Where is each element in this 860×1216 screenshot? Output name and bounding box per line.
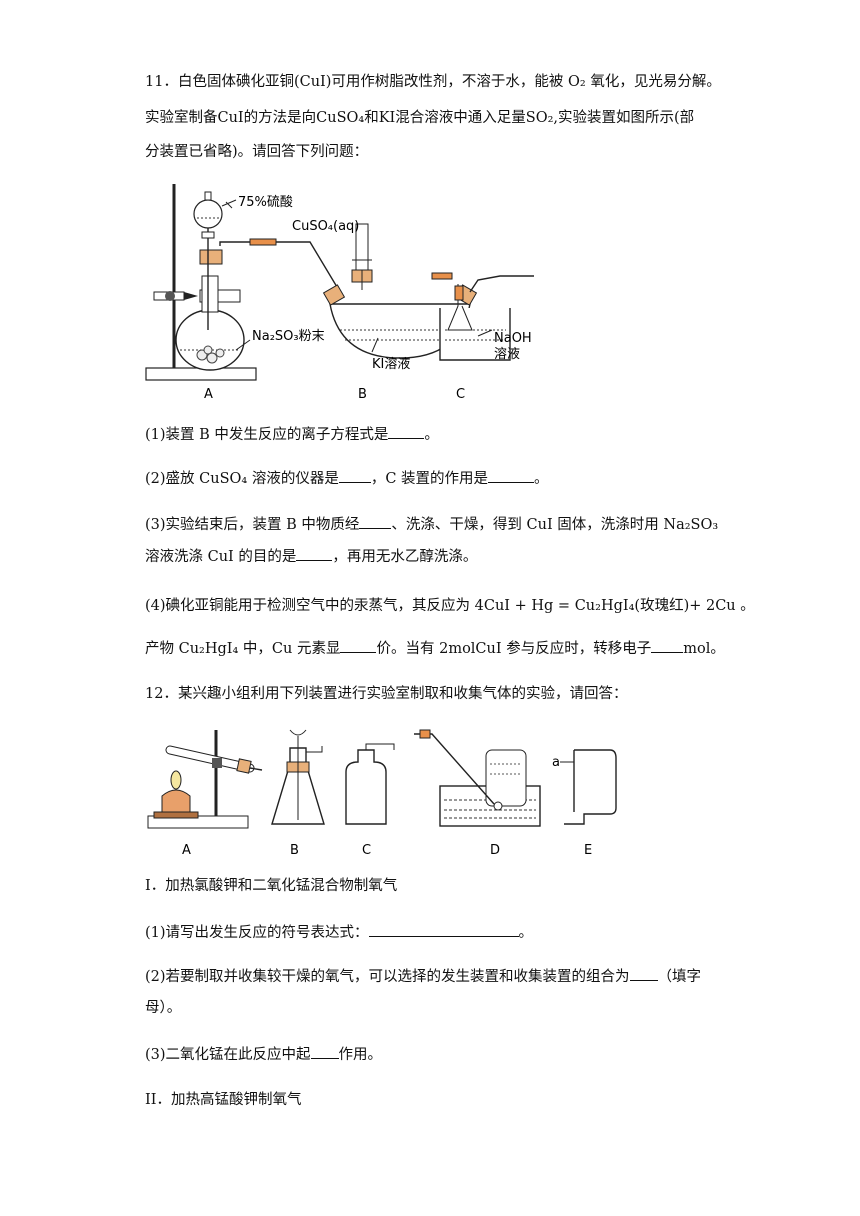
q12-part2-end: （填字: [657, 969, 702, 985]
flame-icon: [170, 770, 182, 790]
q11-part2: (2)盛放 CuSO₄ 溶液的仪器是 ，C 装置的作用是 。: [145, 468, 549, 489]
answer-blank[interactable]: [388, 424, 425, 439]
q11-part1: (1)装置 B 中发生反应的离子方程式是 。: [145, 424, 439, 445]
q11-part2-mid: ，C 装置的作用是: [370, 471, 489, 487]
label-apparatus-d: D: [490, 843, 500, 858]
inverted-bottle-e: [564, 749, 617, 825]
rubber-stopper: [199, 249, 223, 265]
q11-part3-line2: 溶液洗涤 CuI 的目的是 ，再用无水乙醇洗涤。: [145, 546, 477, 567]
answer-blank[interactable]: [629, 966, 658, 981]
label-apparatus-e: E: [584, 843, 592, 858]
label-apparatus-b: B: [358, 387, 367, 402]
label-na2so3-powder: Na₂SO₃粉末: [252, 329, 325, 344]
q12-part3-end: 作用。: [338, 1047, 383, 1063]
label-cuso4-aq: CuSO₄(aq): [292, 219, 359, 234]
answer-blank[interactable]: [338, 468, 371, 483]
q12-part1-end: 。: [518, 925, 534, 941]
alcohol-lamp: [161, 789, 191, 815]
label-75-sulfuric-acid: 75%硫酸: [238, 195, 293, 210]
answer-blank[interactable]: [310, 1044, 339, 1059]
q12-part1: (1)请写出发生反应的符号表达式： 。: [145, 922, 533, 943]
label-apparatus-a: A: [182, 843, 191, 858]
inverted-gas-bottle: [485, 749, 527, 807]
q11-part3-mid: 、洗涤、干燥，得到 CuI 固体，洗涤时用 Na₂SO₃: [391, 517, 719, 533]
q12-stem: 12．某兴趣小组利用下列装置进行实验室制取和收集气体的实验，请回答：: [145, 686, 628, 702]
test-tube: [166, 746, 254, 772]
q12-apparatus-figure: A B C D E a: [147, 729, 617, 858]
q11-part2-end: 。: [534, 471, 549, 487]
separatory-funnel: [193, 199, 223, 229]
q11-part3-text: (3)实验结束后，装置 B 中物质经: [145, 517, 360, 533]
answer-blank[interactable]: [296, 546, 333, 561]
clamp-screw-icon: [165, 291, 175, 301]
q11-stem-line1: 11．白色固体碘化亚铜(CuI)可用作树脂改性剂，不溶于水，能被 O₂ 氧化，见…: [145, 74, 721, 90]
q11-part4: (4)碘化亚铜能用于检测空气中的汞蒸气，其反应为 4CuI + Hg = Cu₂…: [145, 598, 755, 614]
q11-part3-line2-end: ，再用无水乙醇洗涤。: [332, 549, 478, 565]
stand-base: [145, 367, 257, 381]
q11-stem-line2: 实验室制备CuI的方法是向CuSO₄和KI混合溶液中通入足量SO₂,实验装置如图…: [145, 110, 695, 126]
q11-part2-text: (2)盛放 CuSO₄ 溶液的仪器是: [145, 471, 339, 487]
rubber-tube: [249, 238, 277, 246]
q12-part2-text: (2)若要制取并收集较干燥的氧气，可以选择的发生装置和收集装置的组合为: [145, 969, 630, 985]
q12-part2-title: II．加热高锰酸钾制氧气: [145, 1092, 302, 1108]
label-apparatus-b: B: [290, 843, 299, 858]
q11-part1-text: (1)装置 B 中发生反应的离子方程式是: [145, 427, 389, 443]
answer-blank[interactable]: [368, 922, 519, 937]
answer-blank[interactable]: [359, 514, 392, 529]
q11-part4-line2-text: 产物 Cu₂HgI₄ 中，Cu 元素显: [145, 641, 341, 657]
q12-part2: (2)若要制取并收集较干燥的氧气，可以选择的发生装置和收集装置的组合为 （填字: [145, 966, 701, 987]
q12-part3-text: (3)二氧化锰在此反应中起: [145, 1047, 311, 1063]
label-port-a: a: [552, 755, 560, 770]
beaker: [439, 308, 511, 361]
q11-part3: (3)实验结束后，装置 B 中物质经 、洗涤、干燥，得到 CuI 固体，洗涤时用 …: [145, 514, 718, 535]
q12-part1-text: (1)请写出发生反应的符号表达式：: [145, 925, 369, 941]
q12-part1-title: I．加热氯酸钾和二氧化锰混合物制氧气: [145, 878, 398, 894]
q12-part2-line2: 母）。: [145, 1000, 182, 1016]
q11-part3-line2-text: 溶液洗涤 CuI 的目的是: [145, 549, 297, 565]
q11-part1-end: 。: [424, 427, 439, 443]
answer-blank[interactable]: [651, 638, 684, 653]
q11-part4-line2-end: mol。: [683, 641, 725, 657]
label-naoh-solution: 溶液: [494, 347, 520, 362]
q11-part4-line2-mid: 价。当有 2molCuI 参与反应时，转移电子: [376, 641, 652, 657]
q12-part3: (3)二氧化锰在此反应中起 作用。: [145, 1044, 382, 1065]
label-apparatus-c: C: [456, 387, 465, 402]
label-apparatus-c: C: [362, 843, 371, 858]
q11-apparatus-figure: 75%硫酸 CuSO₄(aq) Na₂SO₃粉末 KI溶液 NaOH 溶液 A …: [145, 184, 534, 402]
label-ki-solution: KI溶液: [372, 357, 410, 372]
label-apparatus-a: A: [204, 387, 213, 402]
gas-collecting-bottle: [345, 749, 387, 825]
q11-part4-line2: 产物 Cu₂HgI₄ 中，Cu 元素显 价。当有 2molCuI 参与反应时，转移…: [145, 638, 725, 659]
label-naoh: NaOH: [494, 331, 532, 346]
answer-blank[interactable]: [340, 638, 377, 653]
answer-blank[interactable]: [488, 468, 535, 483]
q11-stem-line3: 分装置已省略)。请回答下列问题：: [145, 144, 369, 160]
